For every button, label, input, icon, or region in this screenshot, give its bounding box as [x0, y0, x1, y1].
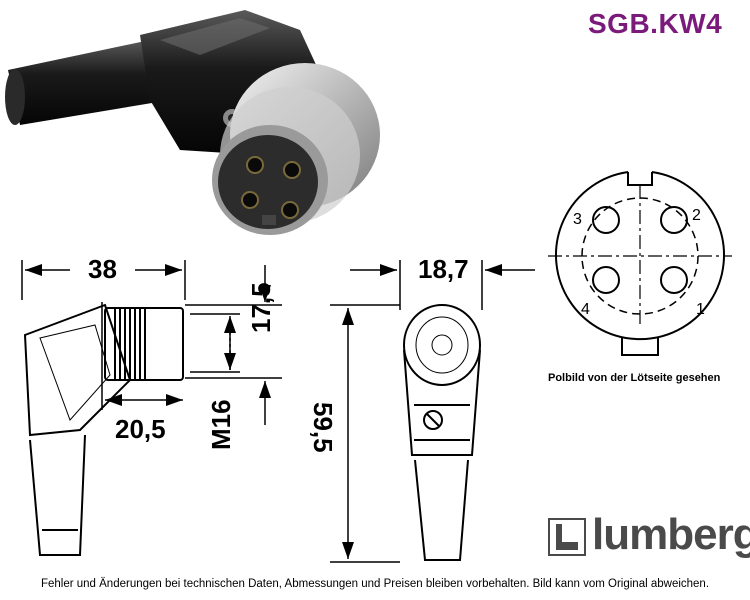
connector-photo [5, 10, 380, 235]
pin-number-4: 4 [581, 301, 590, 318]
pin-number-1: 1 [696, 301, 705, 318]
pin-number-3: 3 [573, 211, 582, 228]
footer-disclaimer: Fehler und Änderungen bei technischen Da… [40, 578, 710, 590]
lumberg-logo-icon [548, 518, 586, 556]
dim-thread: M16 [206, 399, 236, 450]
pin-layout-caption: Polbild von der Lötseite gesehen [548, 372, 721, 384]
dim-diameter: 17,5 [246, 282, 276, 333]
dim-height: 59,5 [308, 402, 338, 453]
product-code: SGB.KW4 [588, 8, 723, 39]
brand-name: lumberg [592, 510, 750, 559]
dim-width: 18,7 [418, 254, 469, 284]
front-view-drawing [330, 260, 535, 563]
pin-number-2: 2 [692, 207, 701, 224]
pin-layout-diagram [548, 171, 732, 356]
side-view-drawing [21, 260, 282, 556]
dim-shank-length: 20,5 [115, 414, 166, 444]
dim-length: 38 [88, 254, 117, 284]
